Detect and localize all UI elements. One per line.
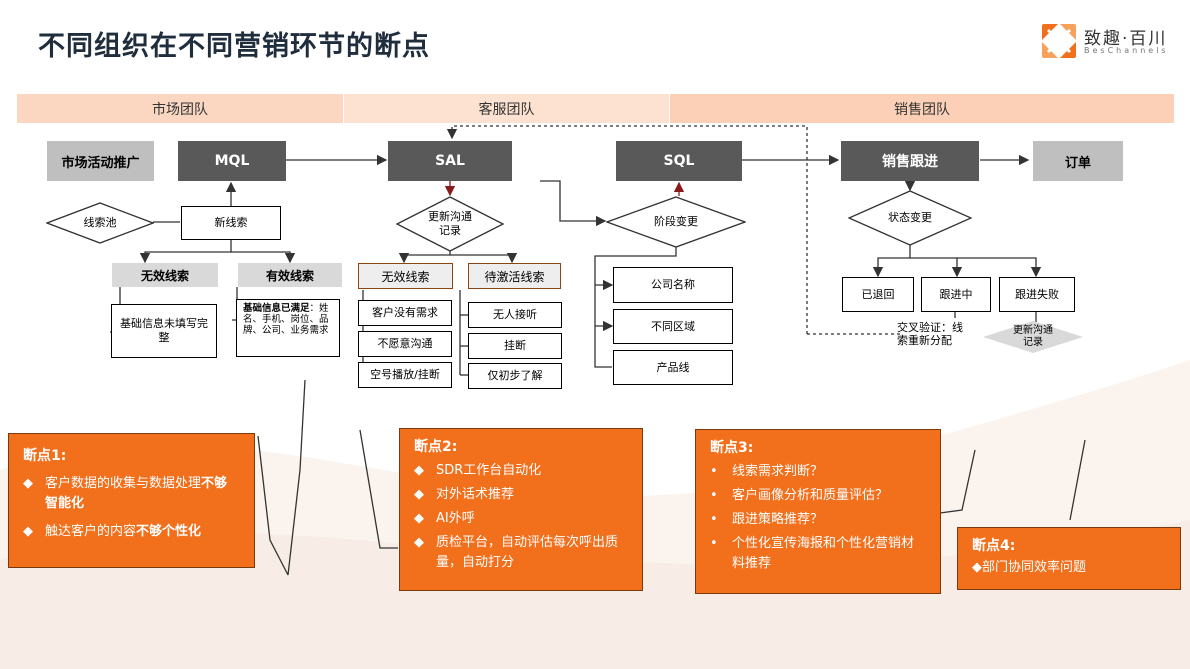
update-record-sales-label: 更新沟通记录 xyxy=(1013,325,1053,348)
status-change-label: 状态变更 xyxy=(888,211,932,224)
reason-no-need: 客户没有需求 xyxy=(358,300,452,326)
diamond-bullet-icon: ◆ xyxy=(23,524,33,539)
breakpoint-2-text-3: AI外呼 xyxy=(436,511,475,526)
dot-bullet-icon: • xyxy=(710,464,718,479)
lead-pool-label: 线索池 xyxy=(83,216,117,229)
lead-pool-diamond xyxy=(46,202,154,244)
brand-logo-icon xyxy=(1042,24,1076,58)
breakpoint-1-bold-2: 不够个性化 xyxy=(136,524,202,539)
diamond-bullet-icon: ◆ xyxy=(414,463,424,478)
new-lead-box: 新线索 xyxy=(181,206,281,240)
breakpoint-1-text-2: 触达客户的内容 xyxy=(45,524,137,539)
valid-criteria-box: 基础信息已满足：姓名、手机、岗位、品牌、公司、业务需求 xyxy=(236,299,340,357)
status-following: 跟进中 xyxy=(921,277,991,312)
invalid-reason-box: 基础信息未填写完整 xyxy=(111,304,217,358)
breakpoint-2-text-2: 对外话术推荐 xyxy=(436,487,515,502)
sql-product-line: 产品线 xyxy=(613,350,733,385)
page-title: 不同组织在不同营销环节的断点 xyxy=(38,31,430,62)
breakpoint-card-3: 断点3: • 线索需求判断？ • 客户画像分析和质量评估？ • 跟进策略推荐？ • 个性… xyxy=(695,429,941,594)
breakpoint-1-item: ◆ 客户数据的收集与数据处理不够智能化 xyxy=(23,474,240,514)
breakpoint-3-item: • 客户画像分析和质量评估？ xyxy=(710,486,926,506)
dot-bullet-icon: • xyxy=(710,536,718,551)
reason-no-answer: 无人接听 xyxy=(468,302,562,328)
diamond-bullet-icon: ◆ xyxy=(414,535,424,550)
dot-bullet-icon: • xyxy=(710,512,718,527)
team-band-market: 市场团队 xyxy=(17,94,343,123)
sql-region: 不同区域 xyxy=(613,309,733,344)
stage-change-label: 阶段变更 xyxy=(654,215,698,228)
stage-change-diamond xyxy=(606,196,746,248)
breakpoint-3-item: • 线索需求判断？ xyxy=(710,462,926,482)
sal-stage: SAL xyxy=(388,141,512,181)
breakpoint-2-text-1: SDR工作台自动化 xyxy=(436,463,542,478)
breakpoint-card-1: 断点1: ◆ 客户数据的收集与数据处理不够智能化 ◆ 触达客户的内容不够个性化 xyxy=(8,433,255,568)
breakpoint-3-title: 断点3: xyxy=(710,440,754,456)
breakpoint-2-text-4: 质检平台，自动评估每次呼出质量，自动打分 xyxy=(436,535,619,570)
brand-logo-sub: BesChannels xyxy=(1084,46,1169,55)
breakpoint-1-item: ◆ 触达客户的内容不够个性化 xyxy=(23,522,240,542)
diamond-bullet-icon: ◆ xyxy=(23,476,33,491)
invalid-lead-label: 无效线索 xyxy=(112,263,218,287)
breakpoint-3-text-2: 客户画像分析和质量评估？ xyxy=(732,488,889,503)
update-record-sales-diamond xyxy=(983,321,1083,353)
diamond-bullet-icon: ◆ xyxy=(414,511,424,526)
update-record-label: 更新沟通记录 xyxy=(428,210,472,237)
breakpoint-3-item: • 跟进策略推荐？ xyxy=(710,510,926,530)
breakpoint-2-item: ◆ 质检平台，自动评估每次呼出质量，自动打分 xyxy=(414,533,628,573)
pending-activation-lead: 待激活线索 xyxy=(468,263,561,289)
mql-stage: MQL xyxy=(178,141,286,181)
dot-bullet-icon: • xyxy=(710,488,718,503)
status-failed: 跟进失败 xyxy=(999,277,1075,312)
service-invalid-lead: 无效线索 xyxy=(358,263,453,289)
breakpoint-1-bold-1: 不够智能化 xyxy=(45,476,228,511)
update-record-diamond xyxy=(396,196,504,252)
breakpoint-4-title: 断点4: xyxy=(972,538,1016,554)
team-band-service: 客服团队 xyxy=(344,94,669,123)
status-change-diamond xyxy=(848,190,972,246)
breakpoint-2-item: ◆ AI外呼 xyxy=(414,509,628,529)
diamond-bullet-icon: ◆ xyxy=(972,560,982,575)
reason-empty-number: 空号播放/挂断 xyxy=(358,362,452,388)
breakpoint-card-2: 断点2: ◆ SDR工作台自动化 ◆ 对外话术推荐 ◆ AI外呼 ◆ 质检平台，自动评估… xyxy=(399,428,643,591)
sql-stage: SQL xyxy=(616,141,742,181)
sales-followup-stage: 销售跟进 xyxy=(841,141,979,181)
valid-criteria-title: 基础信息已满足 xyxy=(243,303,310,314)
status-returned: 已退回 xyxy=(842,277,914,312)
breakpoint-4-item: ◆部门协同效率问题 xyxy=(972,558,1166,578)
breakpoint-3-text-4: 个性化宣传海报和个性化营销材料推荐 xyxy=(732,536,915,571)
cross-check-note: 交叉验证：线索重新分配 xyxy=(897,321,963,347)
breakpoint-3-text-1: 线索需求判断？ xyxy=(732,464,824,479)
reason-unwilling: 不愿意沟通 xyxy=(358,331,452,357)
sql-company-name: 公司名称 xyxy=(613,267,733,303)
order-box: 订单 xyxy=(1033,141,1123,181)
valid-criteria-detail: ：姓名、手机、岗位、品牌、公司、业务需求 xyxy=(243,303,329,336)
valid-lead-label: 有效线索 xyxy=(238,263,342,287)
breakpoint-1-title: 断点1: xyxy=(23,448,67,464)
breakpoint-1-text-1: 客户数据的收集与数据处理 xyxy=(45,476,202,491)
breakpoint-3-item: • 个性化宣传海报和个性化营销材料推荐 xyxy=(710,534,926,574)
breakpoint-4-text-1: 部门协同效率问题 xyxy=(982,560,1087,575)
breakpoint-2-item: ◆ 对外话术推荐 xyxy=(414,485,628,505)
breakpoint-2-item: ◆ SDR工作台自动化 xyxy=(414,461,628,481)
reason-hang-up: 挂断 xyxy=(468,333,562,359)
team-band-sales: 销售团队 xyxy=(670,94,1174,123)
breakpoint-card-4: 断点4: ◆部门协同效率问题 xyxy=(957,527,1181,590)
breakpoint-3-text-3: 跟进策略推荐？ xyxy=(732,512,824,527)
brand-logo-name: 致趣·百川 xyxy=(1084,29,1168,49)
breakpoint-2-title: 断点2: xyxy=(414,439,458,455)
campaign-box: 市场活动推广 xyxy=(47,141,154,181)
reason-initial-understanding: 仅初步了解 xyxy=(468,363,562,389)
diamond-bullet-icon: ◆ xyxy=(414,487,424,502)
